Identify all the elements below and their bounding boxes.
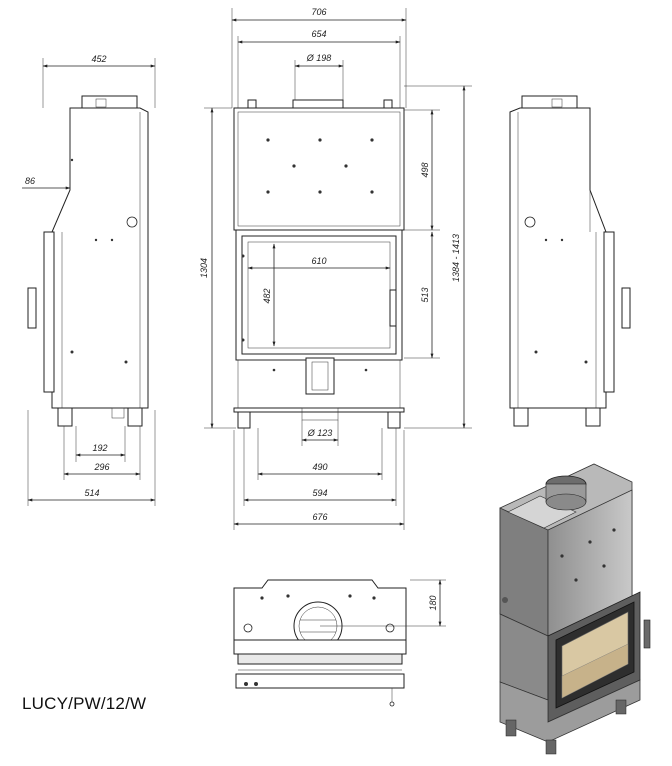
dim-296: 296 [93, 462, 109, 472]
dim-482: 482 [262, 288, 272, 303]
dim-flue-198: Ø 198 [306, 53, 332, 63]
front-view [233, 99, 405, 429]
dim-676: 676 [312, 512, 327, 522]
dim-inlet-123: Ø 123 [307, 428, 333, 438]
dim-490: 490 [312, 462, 327, 472]
right-side-view [509, 95, 631, 427]
front-dimensions: 706 654 Ø 198 1304 498 513 1384 - 1413 6… [199, 7, 472, 530]
dim-594: 594 [312, 488, 327, 498]
dim-1304: 1304 [199, 258, 209, 278]
dim-610: 610 [311, 256, 326, 266]
dim-180: 180 [428, 595, 438, 610]
dim-706: 706 [311, 7, 326, 17]
dim-514: 514 [84, 488, 99, 498]
left-side-view [27, 95, 149, 427]
left-side-dimensions: 452 86 192 296 514 [22, 54, 156, 506]
dim-498: 498 [420, 162, 430, 177]
dim-513: 513 [420, 287, 430, 302]
model-label: LUCY/PW/12/W [22, 694, 147, 713]
isometric-view [499, 463, 651, 755]
dim-1384-1413: 1384 - 1413 [451, 234, 461, 282]
dim-654: 654 [311, 29, 326, 39]
dim-86: 86 [25, 176, 35, 186]
dim-452: 452 [91, 54, 106, 64]
plan-view: 180 [233, 579, 446, 707]
dim-192: 192 [92, 443, 107, 453]
